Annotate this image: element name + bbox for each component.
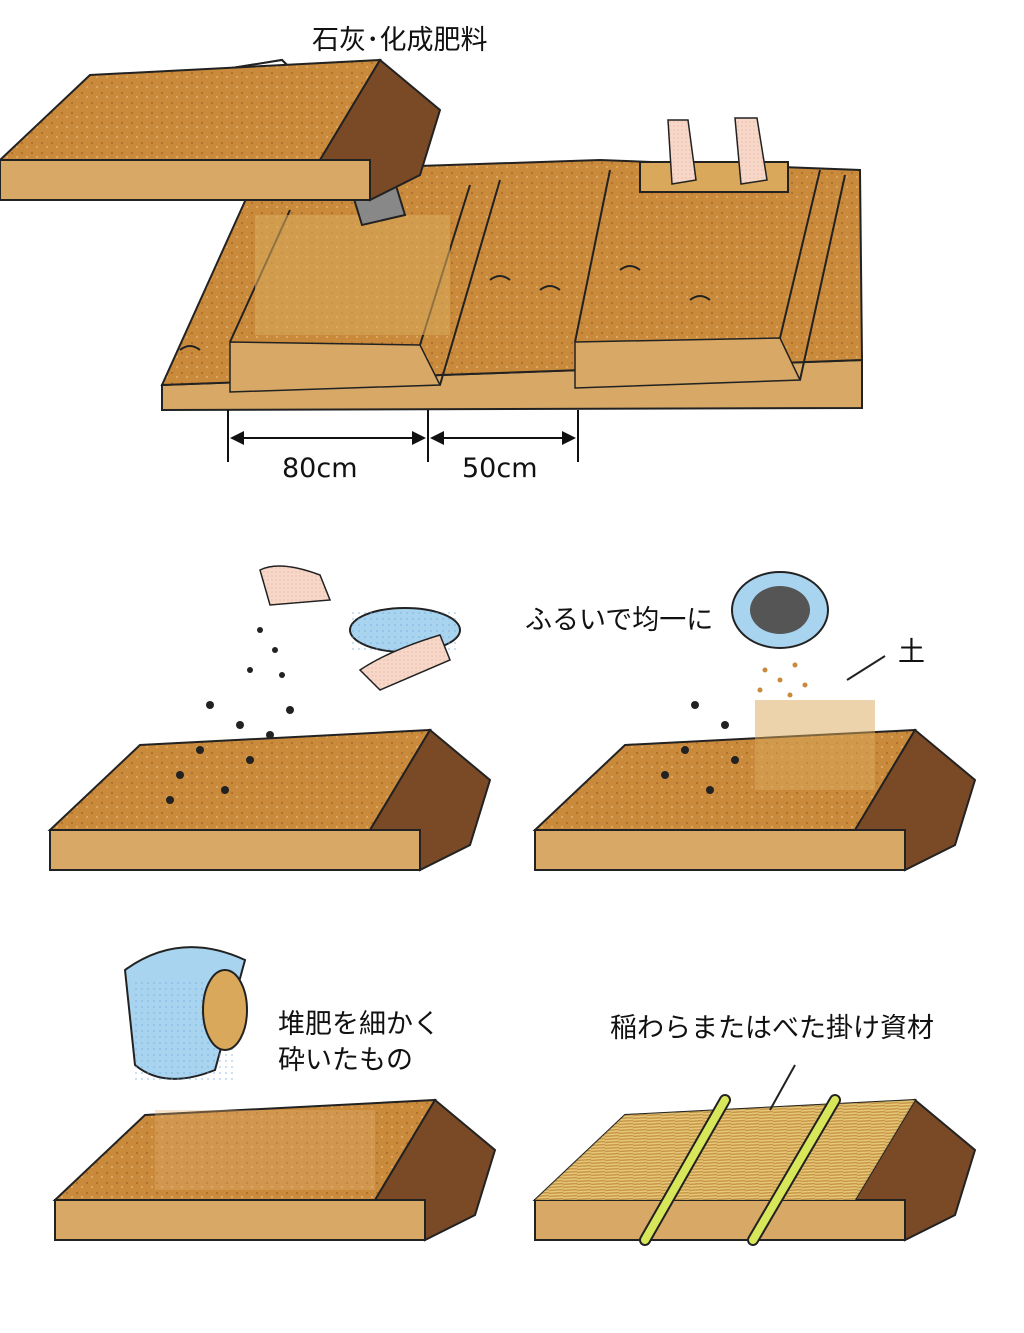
panel-2-sowing <box>49 565 491 871</box>
dim-furrow-width: 50cm <box>462 453 538 484</box>
panel-5-cover <box>534 1064 976 1246</box>
pail-icon <box>123 946 248 1080</box>
label-sieve: ふるいで均一に <box>525 605 714 636</box>
panel-3-sifting <box>534 571 976 871</box>
label-compost-line2: 砕いたもの <box>278 1045 413 1076</box>
pole-icon <box>639 1094 841 1246</box>
label-soil: 土 <box>898 637 925 668</box>
label-compost-line1: 堆肥を細かく <box>278 1009 440 1040</box>
sieve-icon <box>731 571 829 649</box>
panel-4-compost <box>54 946 496 1241</box>
label-fertilizer: 石灰･化成肥料 <box>312 25 488 56</box>
hands-icon <box>639 117 789 193</box>
label-cover: 稲わらまたはべた掛け資材 <box>610 1013 934 1044</box>
dim-bed-width: 80cm <box>282 453 358 484</box>
